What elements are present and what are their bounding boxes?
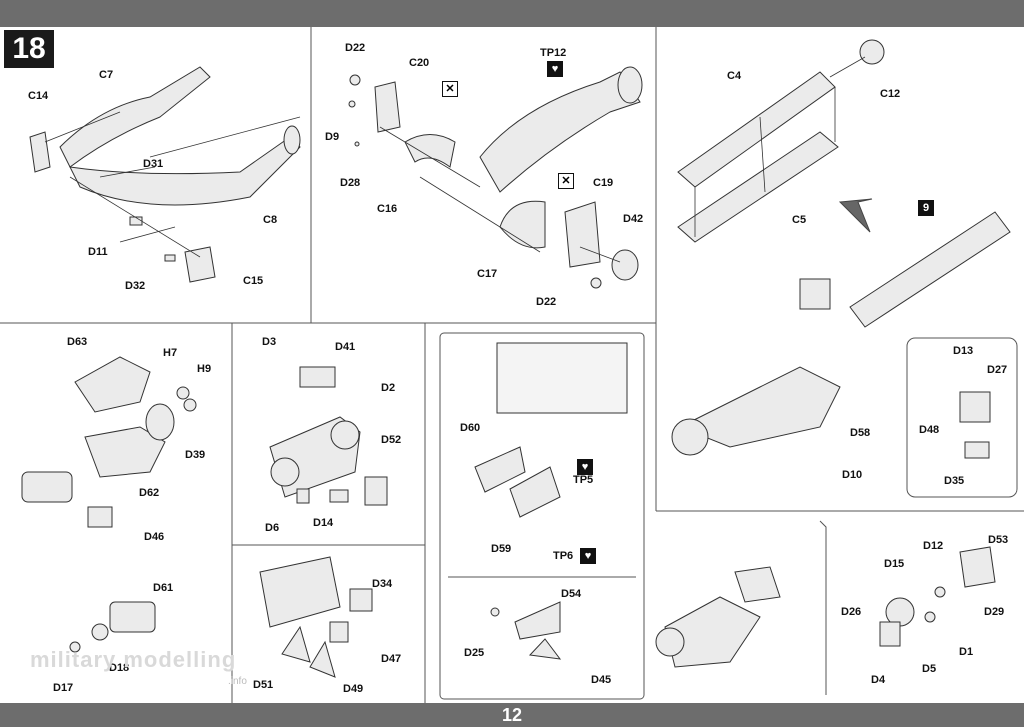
part-d5: D5 [922,663,937,675]
part-d48: D48 [919,424,940,436]
sprue-icon: 9 [918,200,934,216]
part-c15: C15 [243,275,264,287]
part-c14: C14 [28,90,49,102]
panel1-arrows [44,111,301,258]
part-c5: C5 [792,214,807,226]
part-d11: D11 [88,246,108,258]
part-d14: D14 [313,517,334,529]
part-d63: D63 [67,336,88,348]
step-number: 18 [4,30,54,68]
paint-drop-icon: ♥ [577,459,593,475]
part-d54: D54 [561,588,582,600]
part-d41: D41 [335,341,356,353]
panel5-parts [259,366,388,678]
part-d49: D49 [343,683,364,695]
part-h7: H7 [163,347,178,359]
part-d27: D27 [987,364,1008,376]
part-d9: D9 [325,131,340,143]
part-tp12: TP12 [540,47,567,59]
part-d6: D6 [265,522,280,534]
part-c8: C8 [263,214,278,226]
part-d26: D26 [841,606,862,618]
part-d22-bottom: D22 [536,296,557,308]
part-d47: D47 [381,653,402,665]
part-d3: D3 [262,336,277,348]
part-d25: D25 [464,647,485,659]
part-d13: D13 [953,345,974,357]
part-d35: D35 [944,475,965,487]
direction-arrow [838,198,873,233]
part-d53: D53 [988,534,1009,546]
part-d22-top: D22 [345,42,366,54]
part-d18: D18 [109,662,130,674]
part-tp6: TP6 [553,550,574,562]
part-d29: D29 [984,606,1005,618]
top-band [0,0,1024,27]
part-d2: D2 [381,382,396,394]
part-d58: D58 [850,427,871,439]
part-c19: C19 [593,177,614,189]
panel3-arrows [694,56,866,237]
part-d62: D62 [139,487,160,499]
part-d31: D31 [143,158,164,170]
cross-box-icon: ✕ [442,81,458,97]
part-d15: D15 [884,558,905,570]
panel7-parts [655,546,996,668]
part-c20: C20 [409,57,430,69]
part-tp5: TP5 [573,474,594,486]
bottom-band [0,703,1024,727]
part-h9: H9 [197,363,212,375]
cross-box-icon: ✕ [558,173,574,189]
part-d52: D52 [381,434,402,446]
panel-dividers [0,27,1024,703]
part-c12: C12 [880,88,901,100]
paint-drop-icon: ♥ [580,548,596,564]
part-d42: D42 [623,213,644,225]
page-number: 12 [501,705,523,725]
part-d12: D12 [923,540,944,552]
part-c7: C7 [99,69,114,81]
part-d59: D59 [491,543,512,555]
part-c16: C16 [377,203,398,215]
panel2-arrows [379,126,621,263]
part-d60: D60 [460,422,481,434]
part-d1: D1 [959,646,974,658]
watermark-brand: military modelling [30,647,237,672]
part-d28: D28 [340,177,361,189]
assembly-artwork [0,27,1024,703]
panel3-parts [671,39,1011,459]
paint-drop-icon: ♥ [547,61,563,77]
panel1-parts [29,66,301,283]
part-d39: D39 [185,449,206,461]
panel4-parts [21,356,197,653]
part-d32: D32 [125,280,146,292]
part-d34: D34 [372,578,393,590]
part-d4: D4 [871,674,886,686]
panel2-parts [348,66,643,289]
part-d51: D51 [253,679,274,691]
part-d45: D45 [591,674,612,686]
panel6-parts [474,342,628,660]
part-d10: D10 [842,469,863,481]
watermark-suffix: .info [228,676,247,687]
part-d61: D61 [153,582,174,594]
part-c17: C17 [477,268,498,280]
part-d46: D46 [144,531,165,543]
part-c4: C4 [727,70,742,82]
part-d17: D17 [53,682,74,694]
